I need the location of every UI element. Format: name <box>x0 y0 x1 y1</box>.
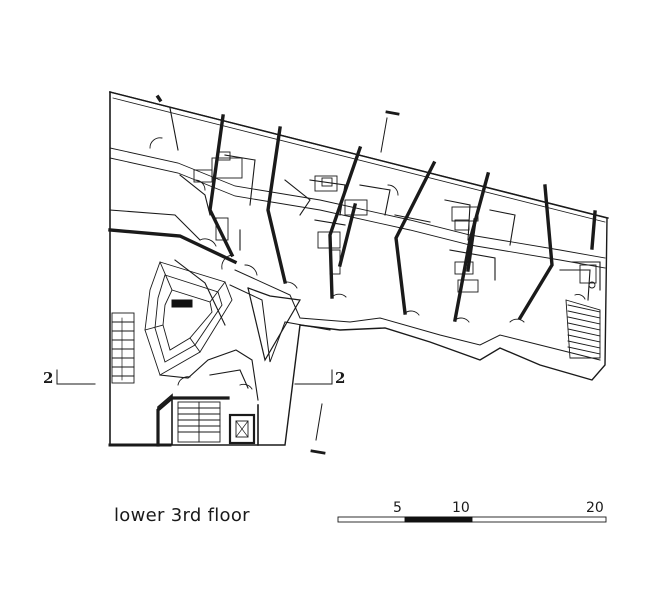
section-label-right: 2 <box>335 369 346 387</box>
lobby-walls <box>159 349 259 401</box>
drawing-caption: lower 3rd floor <box>114 505 250 526</box>
section-line-left <box>56 369 96 385</box>
stair-bottom-heavy-wall <box>156 396 230 447</box>
skylight <box>171 299 193 308</box>
stair-right <box>565 299 601 359</box>
door-swings <box>149 137 586 323</box>
stair-left <box>111 312 135 384</box>
scale-bar-filled-segment <box>404 516 473 523</box>
scale-tick-5: 5 <box>393 500 402 516</box>
scale-tick-20: 20 <box>586 500 604 516</box>
outer-walls <box>108 91 609 447</box>
interior-walls <box>109 107 601 326</box>
north-arrow-top <box>380 110 400 153</box>
section-label-left: 2 <box>43 369 54 387</box>
lightwell <box>144 261 233 376</box>
scale-tick-10: 10 <box>452 500 470 516</box>
section-line-right <box>294 369 333 385</box>
apartment-partition-walls <box>108 94 597 322</box>
stair-bottom <box>177 401 221 443</box>
corridor <box>109 147 606 363</box>
bathroom-fixtures <box>193 151 597 293</box>
scale-bar <box>337 516 607 523</box>
north-arrow-bottom <box>310 403 326 455</box>
elevator <box>228 413 256 445</box>
